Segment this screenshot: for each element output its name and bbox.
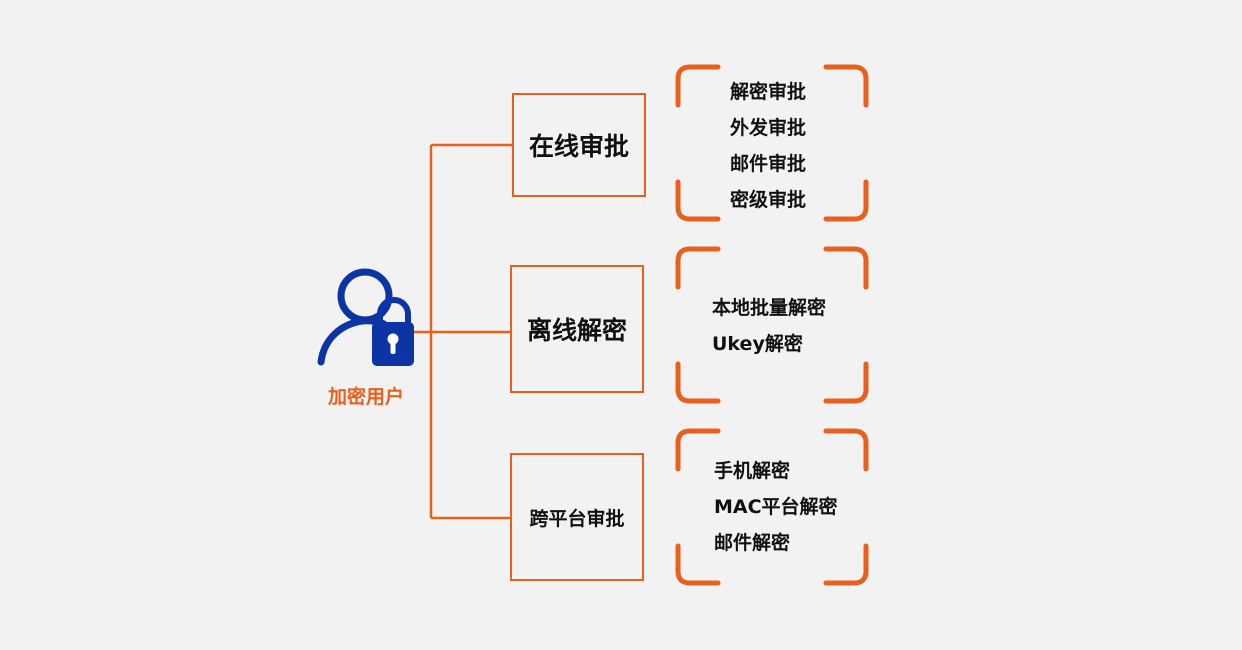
list-item: 外发审批 [730, 117, 807, 139]
list-item: 手机解密 [714, 460, 791, 482]
list-item: 邮件审批 [730, 153, 807, 175]
list-item: 邮件解密 [714, 532, 791, 554]
bracket-frame-cross-platform [675, 428, 869, 586]
category-box-offline-decrypt: 离线解密 [510, 265, 644, 393]
list-item: 解密审批 [730, 81, 807, 103]
list-item: 本地批量解密 [712, 297, 827, 319]
category-box-cross-platform: 跨平台审批 [510, 453, 644, 581]
category-box-online-approval: 在线审批 [512, 93, 646, 197]
category-label: 离线解密 [526, 316, 627, 345]
category-label: 在线审批 [528, 132, 629, 161]
bracket-frame-online [675, 64, 869, 222]
user-lock-icon [317, 268, 414, 366]
list-item: 密级审批 [730, 189, 807, 211]
bracket-frame-offline [675, 246, 869, 404]
detail-list-online-approval: 解密审批 外发审批 邮件审批 密级审批 [730, 74, 806, 218]
detail-list-cross-platform: 手机解密 MAC平台解密 邮件解密 [714, 453, 838, 561]
user-label: 加密用户 [327, 386, 404, 408]
category-label: 跨平台审批 [529, 507, 625, 530]
detail-list-offline-decrypt: 本地批量解密 Ukey解密 [712, 290, 826, 362]
list-item: Ukey解密 [712, 333, 803, 355]
list-item: MAC平台解密 [714, 496, 838, 518]
